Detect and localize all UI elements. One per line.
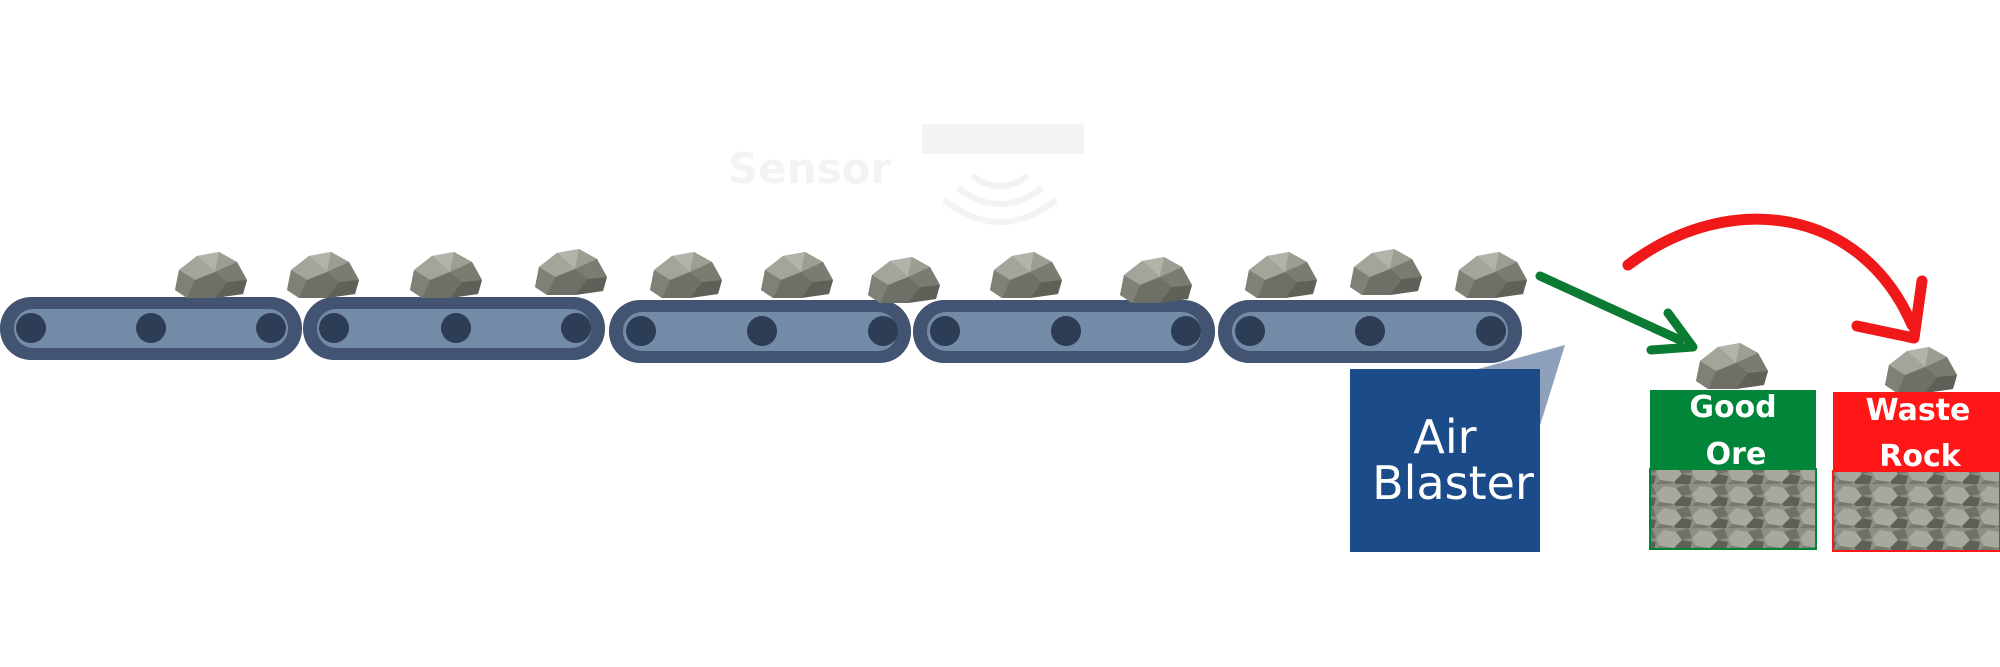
rock-icon: [287, 252, 359, 298]
roller: [1476, 316, 1506, 346]
conveyor-belt-4: [913, 300, 1215, 363]
good-ore-label-line2: Ore: [1706, 437, 1767, 472]
conveyor-belt-5: [1218, 300, 1522, 363]
conveyor-line: [0, 297, 1522, 363]
rock-icon: [1696, 343, 1768, 389]
roller: [561, 313, 591, 343]
rock-icon: [1455, 252, 1527, 298]
sensor-watermark: Sensor: [728, 124, 1084, 225]
rock-icon: [1245, 252, 1317, 298]
rock-icon: [175, 252, 247, 298]
air-blaster: Air Blaster: [1350, 345, 1565, 552]
conveyor-belt-1: [0, 297, 302, 360]
good-ore-arrow: [1535, 271, 1698, 355]
rock-icon: [868, 257, 940, 303]
roller: [1171, 316, 1201, 346]
rock-icon: [650, 252, 722, 298]
conveyor-belt-2: [303, 297, 605, 360]
rock-icon: [535, 249, 607, 295]
signal-waves-icon: [942, 173, 1058, 225]
rocks-on-conveyor: [175, 249, 1527, 303]
sensor-device-icon: [922, 124, 1084, 154]
rock-icon: [1120, 257, 1192, 303]
air-blaster-label-line2: Blaster: [1372, 456, 1534, 510]
waste-rock-label-line2: Rock: [1879, 439, 1961, 474]
waste-rock-arrow: [1622, 213, 1928, 344]
air-blaster-box: [1350, 369, 1540, 552]
good-ore-bin-header: [1650, 390, 1816, 469]
rock-icon: [410, 252, 482, 298]
rock-icon: [761, 252, 833, 298]
roller: [868, 316, 898, 346]
roller: [441, 313, 471, 343]
waste-rock-bin: Waste Rock: [1832, 347, 2000, 552]
roller: [626, 316, 656, 346]
roller: [319, 313, 349, 343]
air-blaster-label-line1: Air: [1413, 410, 1476, 464]
waste-rock-pile: [1832, 470, 2000, 552]
arrow-icon: [1535, 271, 1685, 345]
waste-rock-label-line1: Waste: [1866, 393, 1971, 428]
rock-icon: [1885, 347, 1957, 393]
arrow-icon: [1622, 213, 1918, 331]
roller: [747, 316, 777, 346]
roller: [1355, 316, 1385, 346]
waste-rock-bin-header: [1833, 392, 2000, 471]
good-ore-pile: [1649, 468, 1817, 550]
sensor-label: Sensor: [728, 144, 891, 193]
roller: [930, 316, 960, 346]
roller: [256, 313, 286, 343]
roller: [1051, 316, 1081, 346]
good-ore-bin: Good Ore: [1649, 343, 1817, 550]
rock-icon: [990, 252, 1062, 298]
roller: [136, 313, 166, 343]
rock-icon: [1350, 249, 1422, 295]
roller: [16, 313, 46, 343]
conveyor-belt-3: [609, 300, 911, 363]
roller: [1235, 316, 1265, 346]
good-ore-label-line1: Good: [1689, 390, 1776, 425]
